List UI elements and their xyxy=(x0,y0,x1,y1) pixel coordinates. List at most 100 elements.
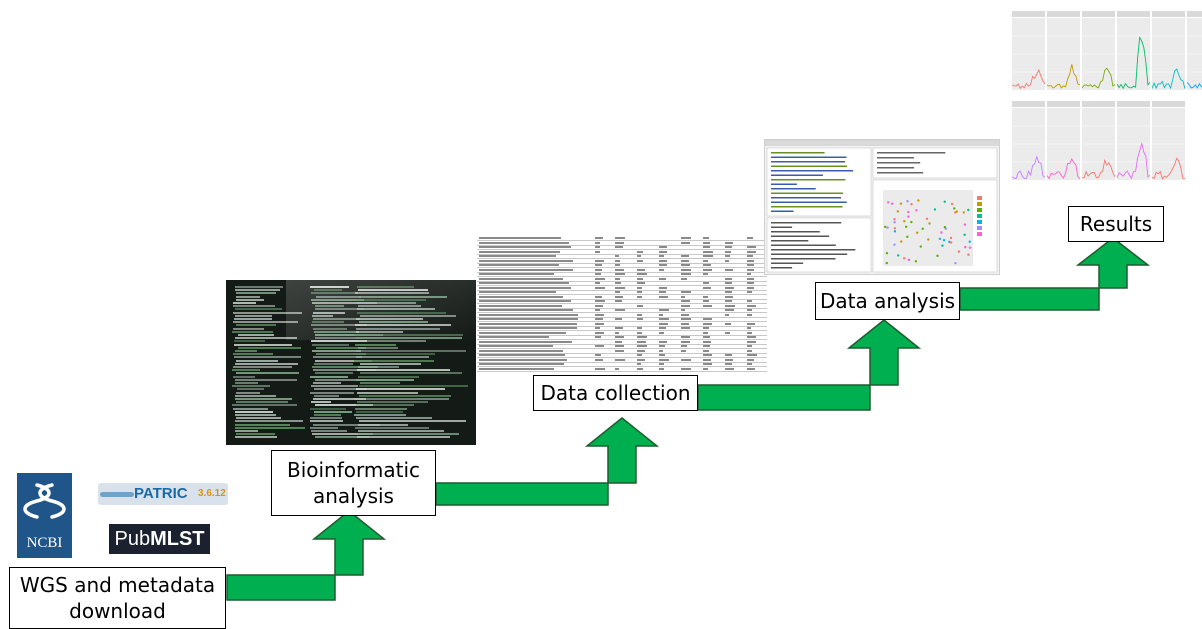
sheet-cell-value xyxy=(747,313,753,316)
rstudio-console-line xyxy=(771,262,804,264)
terminal-text-line xyxy=(235,417,281,420)
ncbi-logo: NCBI xyxy=(17,473,72,558)
sheet-cell-value xyxy=(703,345,710,347)
sheet-cell-value xyxy=(681,304,691,307)
sheet-cell-value xyxy=(659,340,667,343)
terminal-text-line xyxy=(354,398,450,400)
sheet-cell-value xyxy=(747,268,754,271)
terminal-text-line xyxy=(233,302,256,304)
terminal-text-line xyxy=(235,359,278,362)
terminal-text-line xyxy=(236,401,289,404)
terminal-text-line xyxy=(315,372,353,375)
rstudio-plot-point xyxy=(940,231,943,234)
sheet-cell-value xyxy=(747,255,754,257)
sheet-cell-value xyxy=(703,304,712,307)
sheet-cell-value xyxy=(637,295,642,298)
sheet-cell-value xyxy=(725,367,734,370)
terminal-text-line xyxy=(312,318,361,320)
sheet-cell-value xyxy=(747,282,754,284)
terminal-text-line xyxy=(357,423,409,426)
rstudio-plot-point xyxy=(915,209,918,212)
terminal-text-line xyxy=(354,292,430,295)
terminal-text-line xyxy=(354,414,406,416)
rstudio-console-line xyxy=(771,267,793,269)
sheet-cell-value xyxy=(595,345,604,347)
sheet-cell-text xyxy=(479,327,577,329)
arrow-collection-to-analysis xyxy=(697,319,922,411)
terminal-text-line xyxy=(312,369,376,372)
sheet-cell-text xyxy=(479,264,560,266)
rstudio-plot-point xyxy=(957,250,961,253)
sheet-cell-value xyxy=(615,268,625,271)
results-series-line xyxy=(1151,68,1186,90)
rstudio-plot-point xyxy=(893,218,896,221)
sheet-cell-value xyxy=(703,295,708,298)
rstudio-console-line xyxy=(771,253,848,255)
terminal-text-line xyxy=(232,305,275,308)
terminal-text-line xyxy=(235,378,297,381)
sheet-cell-value xyxy=(703,250,713,253)
terminal-text-line xyxy=(235,314,272,317)
sheet-cell-value xyxy=(747,331,753,334)
patric-logo-name: PATRIC xyxy=(134,485,188,502)
sheet-cell-value xyxy=(659,322,668,325)
sheet-cell-value xyxy=(747,304,757,307)
sheet-cell-value xyxy=(615,349,624,352)
sheet-cell-value xyxy=(615,277,620,280)
terminal-text-line xyxy=(235,372,300,375)
sheet-row-line xyxy=(477,307,767,309)
pubmlst-logo: PubMLST xyxy=(109,524,210,554)
sheet-cell-value xyxy=(595,259,604,262)
terminal-text-line xyxy=(235,433,276,436)
sheet-cell-value xyxy=(595,273,602,275)
rstudio-plot-point xyxy=(949,241,953,244)
step-wgs-download: WGS and metadata download xyxy=(9,567,226,629)
sheet-cell-value xyxy=(595,354,601,356)
rstudio-plot-point xyxy=(885,251,889,255)
rstudio-panels xyxy=(765,140,999,273)
terminal-text-line xyxy=(357,346,399,349)
sheet-cell-text xyxy=(479,340,572,343)
sheet-cell-text xyxy=(479,277,564,280)
sheet-cell-value xyxy=(595,277,605,280)
results-plot-screenshot xyxy=(1006,5,1202,195)
terminal-text-line xyxy=(313,362,353,365)
sheet-cell-value xyxy=(615,291,621,293)
terminal-text-line xyxy=(235,414,277,416)
terminal-text-line xyxy=(314,305,344,308)
terminal-glare xyxy=(286,280,476,340)
step-analysis-label: Data analysis xyxy=(819,289,956,313)
rstudio-legend-key xyxy=(977,214,982,218)
terminal-text-line xyxy=(356,302,417,304)
sheet-cell-text xyxy=(479,358,567,361)
sheet-row-line xyxy=(477,321,767,322)
results-facet-strip xyxy=(1047,101,1080,107)
rstudio-env-line xyxy=(877,167,915,169)
terminal-text-line xyxy=(356,388,446,391)
terminal-text-line xyxy=(313,388,367,391)
sheet-cell-value xyxy=(615,255,620,257)
sheet-cell-value xyxy=(703,282,709,284)
sheet-cell-value xyxy=(703,255,713,257)
sheet-cell-value xyxy=(637,358,645,361)
terminal-text-line xyxy=(237,334,274,336)
rstudio-plot-point xyxy=(919,245,922,248)
rstudio-legend-key xyxy=(977,202,982,206)
terminal-text-line xyxy=(356,401,428,404)
rstudio-plot-point xyxy=(893,221,896,224)
sheet-row-line xyxy=(477,249,767,250)
sheet-cell-value xyxy=(615,273,625,275)
terminal-text-line xyxy=(311,298,364,301)
sheet-cell-value xyxy=(637,363,642,365)
terminal-text-line xyxy=(356,410,404,413)
terminal-text-line xyxy=(233,353,273,356)
rstudio-plot-point xyxy=(942,239,946,242)
sheet-cell-value xyxy=(681,318,691,320)
sheet-row-line xyxy=(477,289,767,291)
terminal-text-line xyxy=(312,366,379,368)
rstudio-legend-key xyxy=(977,232,982,236)
sheet-cell-value xyxy=(681,277,687,280)
sheet-cell-text xyxy=(479,309,574,311)
rstudio-plot-point xyxy=(906,200,909,203)
rstudio-plot-point xyxy=(887,201,890,204)
